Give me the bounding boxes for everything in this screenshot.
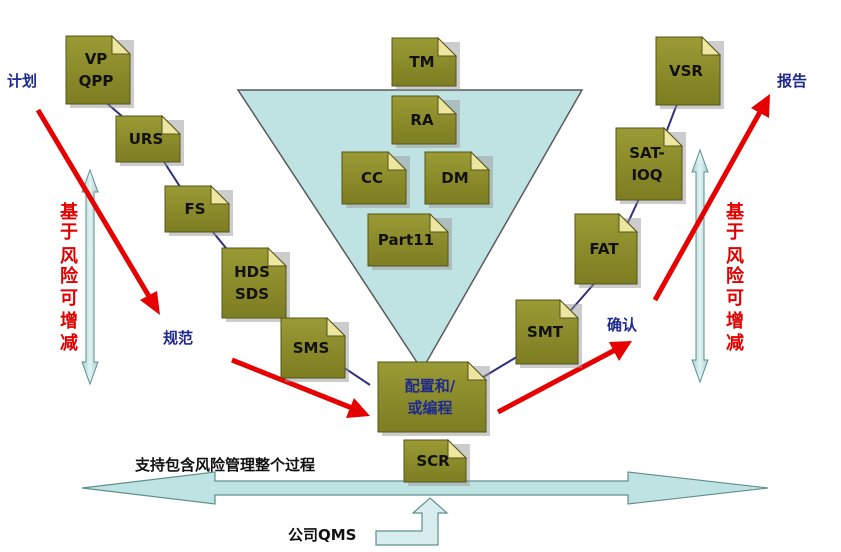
qms-bent-arrow xyxy=(375,497,449,546)
risk-right-char: 基 xyxy=(725,201,745,223)
risk-left-char: 险 xyxy=(60,265,79,287)
doc-fat-label: FAT xyxy=(589,240,619,258)
bottom-horizontal-arrow xyxy=(81,471,769,505)
risk-right-char: 险 xyxy=(726,265,745,287)
red-arrow-spec-to-config xyxy=(231,357,370,418)
doc-urs-label: URS xyxy=(129,130,164,148)
risk-left-char: 减 xyxy=(60,332,78,354)
doc-tm-label: TM xyxy=(409,53,434,71)
label-confirm: 确认 xyxy=(607,316,638,334)
red-arrow-plan-to-spec xyxy=(35,108,160,315)
risk-label-left: 基 于 风 险 可 增 减 xyxy=(59,201,79,354)
red-arrow-config-to-confirm xyxy=(496,341,632,415)
risk-right-char: 增 xyxy=(726,310,744,332)
doc-dm-label: DM xyxy=(441,169,468,187)
right-vertical-arrow xyxy=(691,148,709,384)
doc-sms-label: SMS xyxy=(293,339,330,357)
doc-vsr-label: VSR xyxy=(669,62,703,80)
doc-fs: FS xyxy=(164,184,233,236)
label-spec: 规范 xyxy=(163,329,193,347)
doc-fs-label: FS xyxy=(184,200,205,218)
doc-sms: SMS xyxy=(280,316,349,382)
doc-satioq-label: IOQ xyxy=(631,166,662,184)
doc-smt-label: SMT xyxy=(527,323,564,341)
risk-label-right: 基 于 风 险 可 增 减 xyxy=(725,201,745,354)
doc-dm: DM xyxy=(424,150,493,208)
risk-right-char: 减 xyxy=(726,332,744,354)
doc-urs: URS xyxy=(115,114,184,166)
risk-left-char: 可 xyxy=(60,288,78,309)
doc-vp: VP QPP xyxy=(65,34,134,108)
label-report: 报告 xyxy=(777,72,807,90)
doc-scr-label: SCR xyxy=(416,452,450,470)
risk-right-char: 可 xyxy=(726,288,744,309)
risk-left-char: 增 xyxy=(60,310,78,332)
doc-scr: SCR xyxy=(403,438,470,486)
doc-hds: HDS SDS xyxy=(221,246,290,322)
doc-hds-label: HDS xyxy=(234,263,270,281)
doc-ra: RA xyxy=(391,94,460,148)
risk-left-char: 风 xyxy=(60,246,78,267)
doc-config-label: 或编程 xyxy=(407,399,452,417)
company-qms-text: 公司QMS xyxy=(288,526,356,544)
label-plan: 计划 xyxy=(7,72,37,90)
red-arrow-confirm-to-report xyxy=(652,94,770,302)
risk-left-char: 基 xyxy=(59,201,79,223)
doc-satioq: SAT- IOQ xyxy=(615,126,686,204)
doc-tm: TM xyxy=(391,36,460,90)
doc-smt: SMT xyxy=(515,298,582,368)
doc-ra-label: RA xyxy=(410,111,434,129)
doc-vp-label: VP xyxy=(85,50,108,68)
doc-config-label: 配置和/ xyxy=(405,377,456,395)
risk-left-char: 于 xyxy=(60,222,78,243)
doc-vp-label: QPP xyxy=(79,72,114,90)
doc-part11-label: Part11 xyxy=(378,231,434,249)
doc-config: 配置和/或编程 xyxy=(377,360,490,436)
support-text: 支持包含风险管理整个过程 xyxy=(134,456,315,474)
doc-cc: CC xyxy=(341,150,410,208)
doc-part11: Part11 xyxy=(367,212,452,270)
doc-vsr: VSR xyxy=(655,35,724,109)
risk-right-char: 于 xyxy=(726,222,744,243)
doc-cc-label: CC xyxy=(361,169,383,187)
doc-satioq-label: SAT- xyxy=(629,144,665,162)
risk-right-char: 风 xyxy=(726,246,744,267)
doc-fat: FAT xyxy=(574,212,641,288)
doc-hds-label: SDS xyxy=(235,285,269,303)
